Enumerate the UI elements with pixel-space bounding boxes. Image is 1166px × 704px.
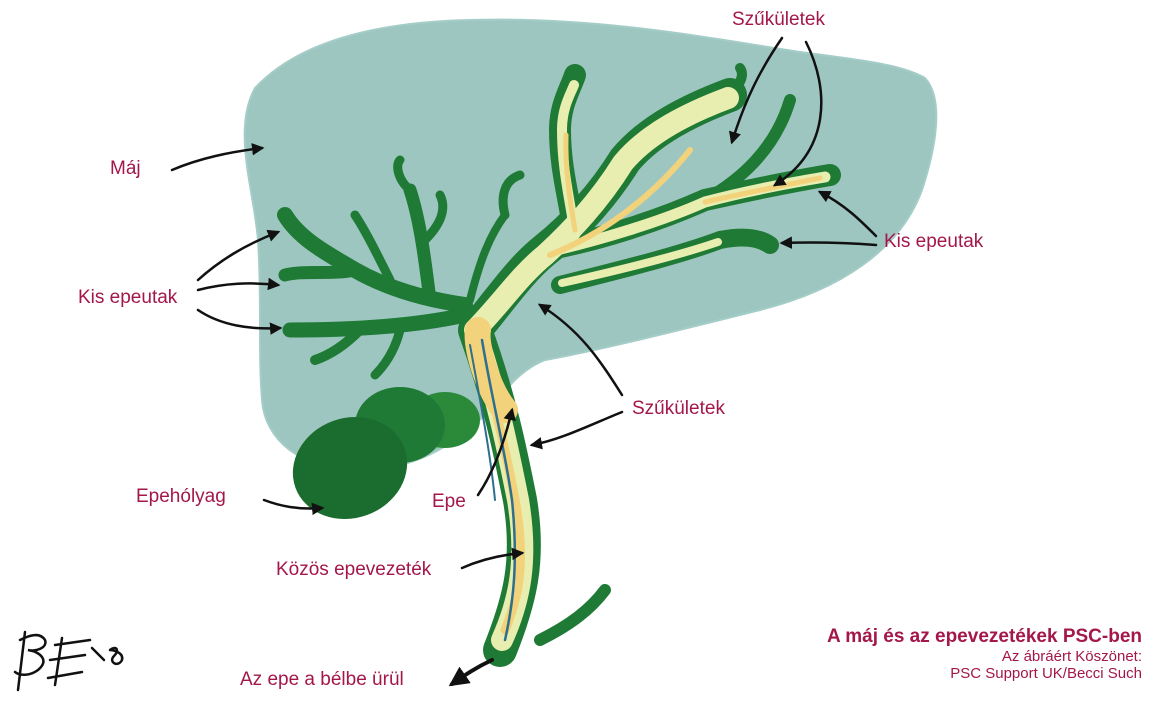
artist-signature	[15, 632, 122, 690]
caption-line-2: PSC Support UK/Becci Such	[827, 665, 1142, 682]
caption-title: A máj és az epevezetékek PSC-ben	[827, 626, 1142, 648]
label-epeholyag: Epehólyag	[136, 487, 226, 506]
label-epe: Epe	[432, 492, 466, 511]
arrow-belbe	[452, 660, 492, 684]
label-kis-epeutak-left: Kis epeutak	[78, 288, 177, 307]
label-szukuletek-top: Szűkületek	[732, 10, 825, 29]
caption-line-1: Az ábráért Köszönet:	[827, 648, 1142, 665]
label-szukuletek-mid: Szűkületek	[632, 399, 725, 418]
label-kis-epeutak-right: Kis epeutak	[884, 232, 983, 251]
label-maj: Máj	[110, 159, 141, 178]
figure-caption: A máj és az epevezetékek PSC-ben Az ábrá…	[827, 626, 1142, 682]
arrow-szuk-mid-2	[532, 412, 622, 445]
label-kozos-epevezetek: Közös epevezeték	[276, 560, 431, 579]
label-epe-belbe: Az epe a bélbe ürül	[240, 670, 404, 689]
